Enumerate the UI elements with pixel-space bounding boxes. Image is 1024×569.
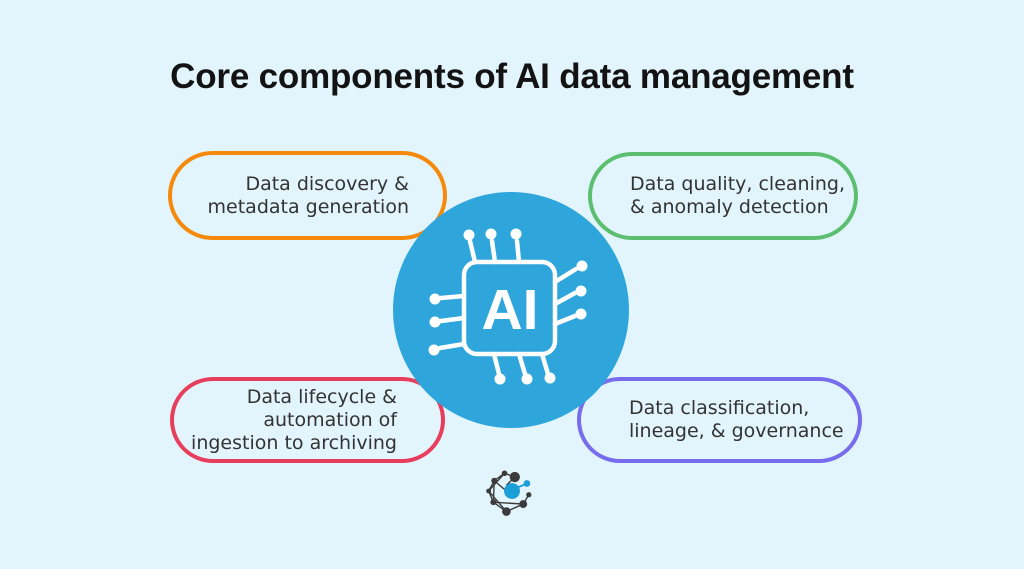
- pill-text-line: lineage, & governance: [629, 420, 844, 442]
- pill-text-line: automation of: [263, 408, 397, 431]
- component-pill-data-discovery: Data discovery & metadata generation: [168, 151, 447, 240]
- component-pill-data-quality: Data quality, cleaning, & anomaly detect…: [588, 152, 858, 240]
- component-pill-data-classification: Data classification, lineage, & governan…: [577, 377, 862, 463]
- ai-chip-icon: AI: [428, 228, 588, 385]
- pill-text-line: & anomaly detection: [630, 196, 829, 218]
- pill-text-line: ingestion to archiving: [191, 431, 397, 454]
- pill-text-line: Data lifecycle &: [246, 385, 397, 408]
- pill-text-line: metadata generation: [207, 195, 409, 218]
- ai-label: AI: [482, 278, 539, 342]
- pill-text-line: Data quality, cleaning,: [630, 173, 846, 195]
- component-pill-data-lifecycle: Data lifecycle & automation of ingestion…: [170, 377, 445, 463]
- pill-text-line: Data classification,: [629, 397, 810, 419]
- ai-hub-circle: AI: [393, 192, 629, 428]
- pill-text-line: Data discovery &: [245, 172, 409, 195]
- page-title: Core components of AI data management: [170, 57, 854, 96]
- network-logo-icon: [486, 470, 532, 516]
